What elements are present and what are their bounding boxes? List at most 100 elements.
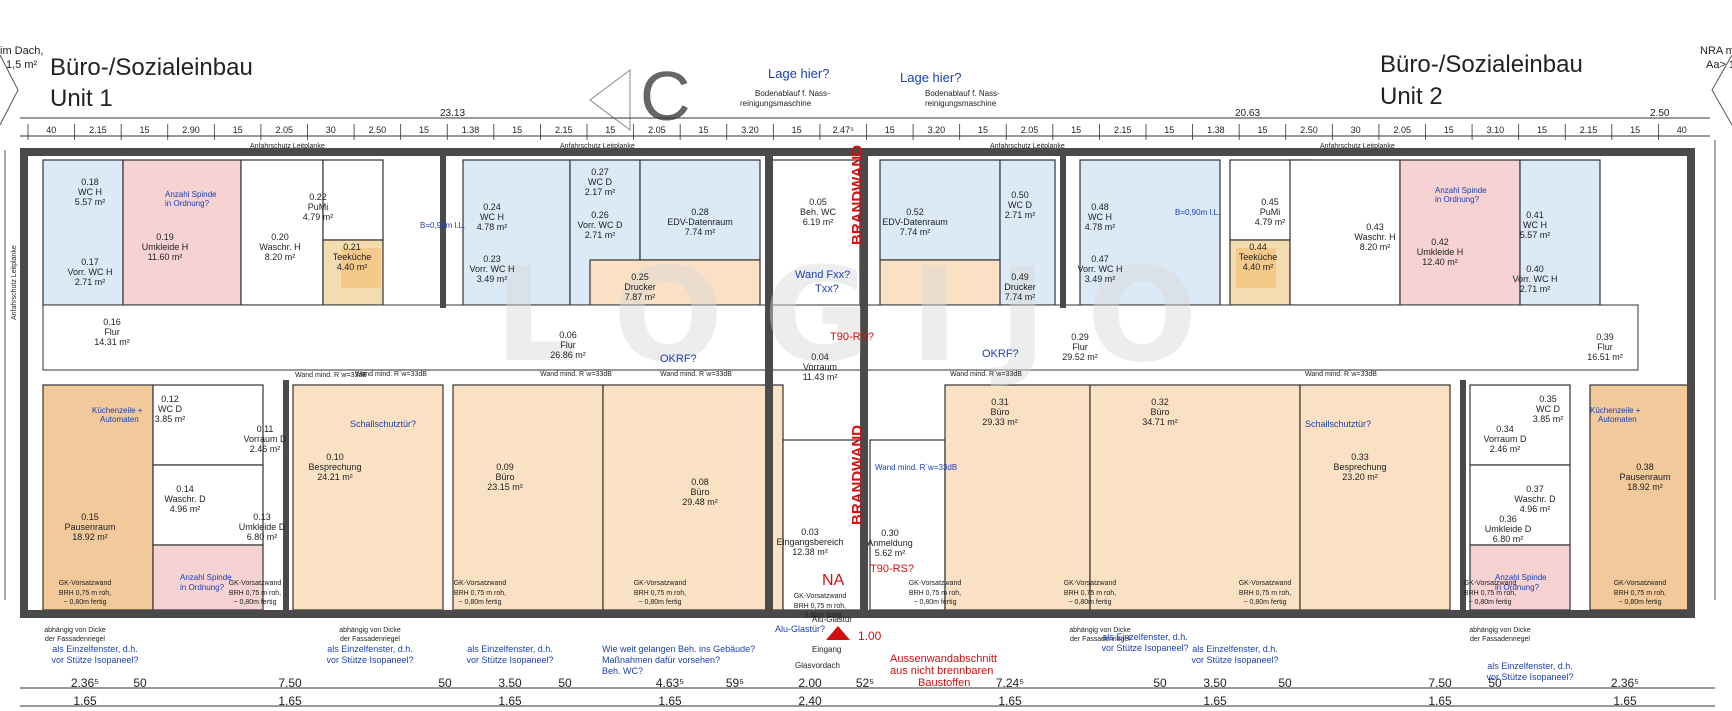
brh-label-7: BRH 0,75 m roh, [1239, 590, 1291, 597]
room-area-r040: 2.71 m² [1520, 284, 1551, 294]
room-name-r010: Besprechung [308, 462, 361, 472]
abhaengig-note-a-3: abhängig von Dicke [1469, 627, 1531, 634]
okrf-note-1: OKRF? [660, 353, 697, 365]
room-area-r050: 2.71 m² [1005, 210, 1036, 220]
walls [20, 148, 1695, 618]
abhaengig-note-a-1: abhängig von Dicke [339, 627, 401, 634]
room-area-r030: 5.62 m² [875, 548, 906, 558]
dim-bottom-r1-13: 50 [1278, 676, 1292, 690]
room-area-r025: 7.87 m² [625, 292, 656, 302]
anfahrschutz-label-1: Anfahrschutz Leitplanke [250, 143, 325, 150]
room-number-r028: 0.28 [691, 207, 709, 217]
kuechenzeile-note-1: Küchenzeile + [92, 406, 143, 415]
room-area-r024: 4.78 m² [477, 222, 508, 232]
room-name-r036: Umkleide D [1485, 524, 1532, 534]
room-area-r031: 29.33 m² [982, 417, 1018, 427]
room-number-r049: 0.49 [1011, 272, 1029, 282]
brh-fertig-label-3: ~ 0,80m fertig [639, 599, 682, 606]
room-area-r019: 11.60 m² [148, 252, 183, 262]
schallschutz-note-1: Schallschutztür? [350, 419, 416, 429]
anfahrschutz-label-4: Anfahrschutz Leitplanke [1320, 143, 1395, 150]
wie-weit-note-1: Wie weit gelangen Beh. ins Gebäude? [602, 644, 755, 654]
wand-mind-note-5: Wand mind. R`w=33dB [950, 371, 1022, 378]
room-area-r048: 4.78 m² [1085, 222, 1116, 232]
brh-label-1: BRH 0,75 m roh, [229, 590, 281, 597]
anzahl-spinde-note-2: Anzahl Spinde [1435, 186, 1487, 195]
dim-top-31: 3.10 [1487, 125, 1505, 135]
dim-top-29: 2.05 [1393, 125, 1411, 135]
room-area-r028: 7.74 m² [685, 227, 716, 237]
brh-fertig-label-1: ~ 0,80m fertig [234, 599, 277, 606]
lage-note-2: Lage hier? [900, 70, 961, 85]
room-area-r023: 3.49 m² [477, 274, 508, 284]
room-area-r047: 3.49 m² [1085, 274, 1116, 284]
brh-label-2: BRH 0,75 m roh, [454, 590, 506, 597]
dim-bottom-r2-4: 2.40 [798, 694, 822, 708]
room-name-r012: WC D [158, 404, 182, 414]
dim-top-16: 15 [792, 125, 802, 135]
einzelfenster-note-b-4: vor Stütze Isopaneel? [1191, 655, 1278, 665]
unit2-title: Büro-/Sozialeinbau [1380, 51, 1583, 78]
room-area-r043: 8.20 m² [1360, 242, 1391, 252]
room-name-r052: EDV-Datenraum [882, 217, 948, 227]
in-ordnung-note-4: in Ordnung? [1495, 583, 1540, 592]
room-number-r019: 0.19 [156, 232, 174, 242]
room-number-r018: 0.18 [81, 177, 99, 187]
corner-note-left-1: im Dach, [0, 45, 43, 57]
room-area-r032: 34.71 m² [1142, 417, 1178, 427]
dim-top-25: 1.38 [1207, 125, 1225, 135]
room-area-r006: 26.86 m² [550, 350, 586, 360]
dim-bottom-r1-7: 59⁵ [726, 676, 744, 690]
room-number-r015: 0.15 [81, 512, 99, 522]
room-number-r038: 0.38 [1636, 462, 1654, 472]
room-fills-top [42, 159, 1601, 321]
bodenablauf-note-2a: Bodenablauf f. Nass- [925, 89, 1000, 98]
dim-top-33: 2.15 [1580, 125, 1598, 135]
t90-rs-note-1: T90-RS? [830, 331, 874, 343]
room-name-r018: WC H [78, 187, 102, 197]
room-number-r004: 0.04 [811, 352, 829, 362]
alu-glastuer-label: Alu-Glastür [812, 615, 852, 624]
room-name-r027: WC D [588, 177, 612, 187]
glasvordach-label: Glasvordach [795, 661, 840, 670]
room-number-r045: 0.45 [1261, 197, 1279, 207]
na-label: NA [822, 572, 845, 589]
room-name-r026: Vorr. WC D [577, 220, 623, 230]
room-area-r045: 4.79 m² [1255, 217, 1286, 227]
dim-top-8: 15 [419, 125, 429, 135]
dim-bottom-r1-16: 2.36⁵ [1611, 676, 1639, 690]
wand-fxx-note: Wand Fxx? [795, 269, 850, 281]
dim-bottom-r1-3: 50 [438, 676, 452, 690]
wie-weit-note-3: Beh. WC? [602, 666, 643, 676]
room-number-r042: 0.42 [1431, 237, 1449, 247]
dim-bottom-r1-9: 52⁵ [856, 676, 874, 690]
room-area-r018: 5.57 m² [75, 197, 106, 207]
dim-top-35: 40 [1677, 125, 1687, 135]
room-area-r038: 18.92 m² [1627, 482, 1663, 492]
room-number-r021: 0.21 [343, 242, 361, 252]
anfahrschutz-label-2: Anfahrschutz Leitplanke [560, 143, 635, 150]
room-area-r005: 6.19 m² [803, 217, 834, 227]
dim-top-10: 15 [512, 125, 522, 135]
in-ordnung-note-1: in Ordnung? [165, 199, 210, 208]
dim-top-28: 30 [1351, 125, 1361, 135]
section-letter: C [640, 57, 691, 135]
einzelfenster-note-a-4: als Einzelfenster, d.h. [1192, 644, 1278, 654]
dim-bottom-r1-6: 4.63⁵ [656, 676, 684, 690]
room-area-r013: 6.80 m² [247, 532, 278, 542]
wand-mind-note-3: Wand mind. R`w=33dB [540, 371, 612, 378]
room-name-r047: Vorr. WC H [1077, 264, 1122, 274]
gk-vorsatz-label-3: GK-Vorsatzwand [634, 580, 687, 587]
room-number-r033: 0.33 [1351, 452, 1369, 462]
room-number-r039: 0.39 [1596, 332, 1614, 342]
room-area-r022: 4.79 m² [303, 212, 334, 222]
room-area-r011: 2.46 m² [250, 444, 281, 454]
gk-vorsatz-label-5: GK-Vorsatzwand [909, 580, 962, 587]
brh-fertig-label-8: ~ 0,80m fertig [1469, 599, 1512, 606]
einzelfenster-note-b-2: vor Stütze Isopaneel? [466, 655, 553, 665]
room-number-r030: 0.30 [881, 528, 899, 538]
